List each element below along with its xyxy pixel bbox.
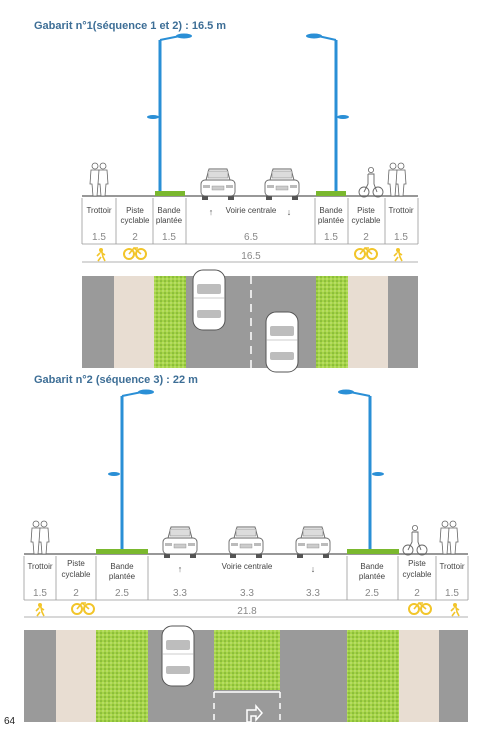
label-piste-right-line1: Piste: [357, 206, 375, 215]
arrow-up-icon: ↑: [178, 564, 183, 574]
label-bande-right-line2: plantée: [359, 572, 386, 581]
planting-strip-left: [155, 191, 185, 196]
car-front-icon: [228, 526, 264, 559]
label-bande-left-line1: Bande: [157, 206, 181, 215]
label-trottoir-right: Trottoir: [439, 562, 464, 571]
label-piste-right-line1: Piste: [408, 559, 426, 568]
width-value: 3.3: [306, 588, 320, 599]
width-value: 6.5: [244, 232, 258, 243]
width-value: 2: [132, 232, 138, 243]
label-piste-left-line2: cyclable: [121, 216, 150, 225]
label-voirie: Voirie centrale: [226, 206, 277, 215]
width-value: 2: [414, 588, 420, 599]
pedestrian-figure: [395, 162, 407, 197]
plan-view-1: [82, 269, 418, 373]
street-lamp-left: [147, 33, 192, 194]
width-value: 1.5: [324, 232, 338, 243]
turn-arrow-icon: [246, 703, 263, 723]
width-value: 1.5: [33, 588, 47, 599]
width-value: 2.5: [115, 588, 129, 599]
street-lamp-right: [338, 389, 384, 552]
width-value: 1.5: [445, 588, 459, 599]
bicycle-icon: [408, 602, 432, 615]
car-top-icon: [161, 625, 195, 687]
width-value: 2.5: [365, 588, 379, 599]
car-front-icon: [200, 168, 236, 201]
label-bande-right-line2: plantée: [318, 216, 345, 225]
car-front-icon: [162, 526, 198, 559]
label-bande-left-line1: Bande: [110, 562, 134, 571]
bicycle-icon: [71, 602, 95, 615]
total-width: 16.5: [241, 251, 261, 262]
street-lamp-left: [108, 389, 154, 552]
arrow-up-icon: ↑: [209, 207, 214, 217]
total-width: 21.8: [237, 606, 257, 617]
pedestrian-icon: [96, 247, 106, 262]
width-value: 3.3: [173, 588, 187, 599]
label-piste-left-line1: Piste: [126, 206, 144, 215]
pedestrian-icon: [35, 602, 45, 617]
label-piste-left-line1: Piste: [67, 559, 85, 568]
planting-strip-left: [96, 549, 148, 554]
pedestrian-figure: [447, 520, 459, 555]
street-lamp-right: [306, 33, 349, 194]
label-trottoir-left: Trottoir: [27, 562, 52, 571]
pedestrian-figure: [97, 162, 109, 197]
width-value: 1.5: [394, 232, 408, 243]
label-bande-right-line1: Bande: [319, 206, 343, 215]
label-piste-right-line2: cyclable: [352, 216, 381, 225]
label-piste-left-line2: cyclable: [62, 570, 91, 579]
section2-title: Gabarit n°2 (séquence 3) : 22 m: [34, 374, 198, 386]
plan-view-2: [24, 625, 468, 723]
width-value: 2: [363, 232, 369, 243]
planting-strip-right: [316, 191, 346, 196]
page-number: 64: [4, 716, 16, 727]
car-front-icon: [295, 526, 331, 559]
section1-title: Gabarit n°1(séquence 1 et 2) : 16.5 m: [34, 20, 227, 32]
car-top-icon: [265, 311, 299, 373]
label-bande-left-line2: plantée: [156, 216, 183, 225]
arrow-down-icon: ↓: [311, 564, 316, 574]
bicycle-icon: [123, 247, 147, 260]
arrow-down-icon: ↓: [287, 207, 292, 217]
width-value: 1.5: [162, 232, 176, 243]
width-value: 3.3: [240, 588, 254, 599]
label-trottoir-right: Trottoir: [388, 206, 413, 215]
pedestrian-figure: [38, 520, 50, 555]
label-trottoir-left: Trottoir: [86, 206, 111, 215]
pedestrian-icon: [450, 602, 460, 617]
cyclist-figure: [358, 166, 384, 198]
cyclist-figure: [402, 524, 428, 556]
section2-diagram: Trottoir Piste cyclable Bande plantée Vo…: [23, 389, 469, 723]
label-bande-right-line1: Bande: [360, 562, 384, 571]
width-value: 2: [73, 588, 79, 599]
car-front-icon: [264, 168, 300, 201]
label-bande-left-line2: plantée: [109, 572, 136, 581]
bicycle-icon: [354, 247, 378, 260]
width-value: 1.5: [92, 232, 106, 243]
planting-strip-right: [347, 549, 399, 554]
label-voirie: Voirie centrale: [222, 562, 273, 571]
section1-diagram: Trottoir Piste cyclable Bande plantée Vo…: [81, 33, 419, 373]
label-piste-right-line2: cyclable: [403, 570, 432, 579]
car-top-icon: [192, 269, 226, 331]
pedestrian-icon: [393, 247, 403, 262]
